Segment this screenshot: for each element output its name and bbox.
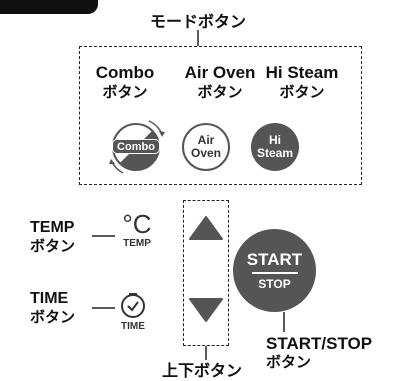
start-stop-button[interactable]: START STOP — [233, 229, 316, 312]
clock-icon — [121, 293, 145, 318]
hi-steam-icon-line2: Steam — [256, 146, 294, 160]
air-oven-button[interactable]: Air Oven — [182, 123, 230, 171]
air-oven-label: Air Oven ボタン — [184, 63, 256, 101]
combo-icon-label: Combo — [112, 139, 160, 154]
combo-button[interactable]: Combo — [109, 118, 167, 176]
time-button[interactable]: TIME — [113, 291, 153, 337]
temp-icon-caption: TEMP — [123, 238, 151, 249]
hi-steam-button[interactable]: Hi Steam — [251, 123, 299, 171]
down-arrow-button[interactable] — [189, 298, 223, 322]
updown-label: 上下ボタン — [162, 363, 243, 380]
mode-button-group — [79, 46, 362, 185]
hi-steam-label: Hi Steam ボタン — [265, 63, 339, 101]
updown-group — [183, 200, 229, 346]
hi-steam-icon-line1: Hi — [269, 133, 281, 147]
air-oven-icon-line1: Air — [197, 133, 215, 147]
corner-tab — [0, 0, 98, 14]
combo-label: Combo ボタン — [95, 63, 155, 101]
start-divider — [251, 271, 298, 274]
stop-text: STOP — [258, 276, 291, 291]
time-label: TIME ボタン — [30, 290, 76, 326]
start-text: START — [246, 249, 303, 269]
up-arrow-button[interactable] — [189, 216, 223, 240]
start-stop-label: START/STOP ボタン — [266, 334, 373, 371]
temp-button[interactable]: °C TEMP — [115, 210, 159, 256]
time-icon-caption: TIME — [121, 321, 145, 332]
temp-label: TEMP ボタン — [30, 219, 76, 255]
celsius-icon: °C — [122, 209, 152, 239]
air-oven-icon-line2: Oven — [190, 146, 221, 160]
mode-buttons-title: モードボタン — [149, 14, 246, 31]
